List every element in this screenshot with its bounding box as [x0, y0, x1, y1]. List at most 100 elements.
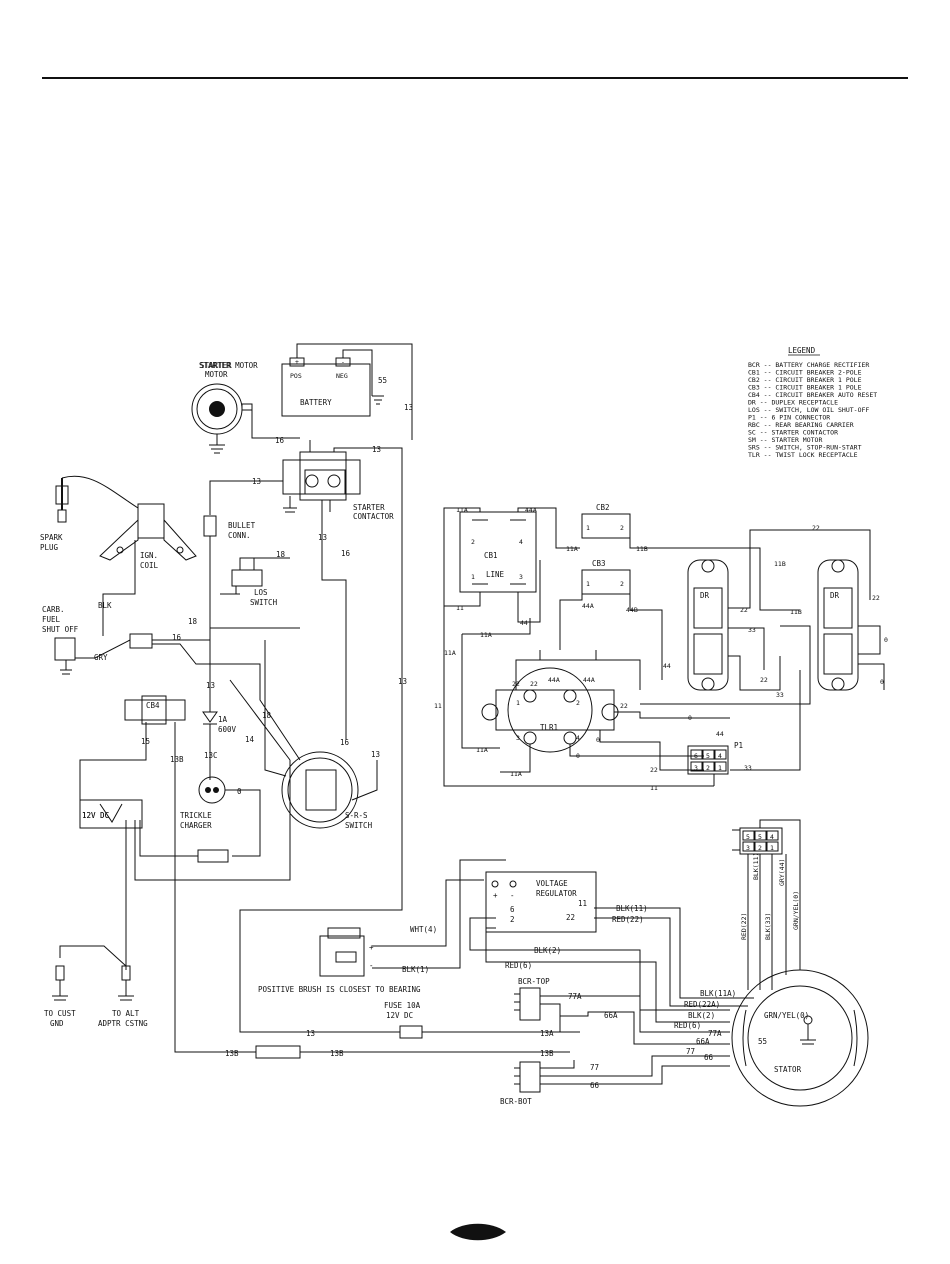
svg-text:RED(22): RED(22)	[740, 913, 748, 940]
spark-plug	[55, 478, 69, 523]
duplex-receptacle-1	[687, 559, 729, 691]
svg-text:44: 44	[520, 619, 528, 627]
svg-text:22: 22	[566, 913, 575, 922]
svg-text:4: 4	[770, 833, 774, 841]
svg-text:4: 4	[576, 734, 580, 742]
page-marker	[450, 1223, 506, 1241]
svg-text:0: 0	[688, 714, 692, 722]
starter-contactor	[282, 451, 361, 513]
svg-text:LINE: LINE	[486, 570, 505, 579]
svg-text:0: 0	[596, 736, 600, 744]
svg-text:33: 33	[776, 691, 784, 699]
svg-text:1: 1	[471, 573, 475, 581]
svg-text:2: 2	[510, 915, 515, 924]
svg-text:11: 11	[650, 784, 658, 792]
svg-text:GRY: GRY	[94, 653, 108, 662]
dc-receptacle	[79, 799, 143, 829]
voltage-regulator	[485, 871, 597, 933]
svg-text:13C: 13C	[204, 751, 218, 760]
srs-switch	[281, 751, 359, 829]
svg-text:44A: 44A	[525, 506, 537, 514]
svg-text:CHARGER: CHARGER	[180, 821, 212, 830]
svg-text:0: 0	[576, 752, 580, 760]
svg-text:77A: 77A	[708, 1029, 722, 1038]
svg-text:16: 16	[275, 436, 285, 445]
legend-entry: TLR -- TWIST LOCK RECEPTACLE	[748, 451, 858, 459]
starter-motor-label: STARTER MOTOR	[199, 361, 258, 370]
svg-text:13B: 13B	[225, 1049, 239, 1058]
svg-text:5: 5	[706, 752, 710, 760]
svg-text:33: 33	[744, 764, 752, 772]
svg-text:1: 1	[770, 844, 774, 852]
svg-text:44: 44	[716, 730, 724, 738]
legend-entry: CB1 -- CIRCUIT BREAKER 2-POLE	[748, 369, 862, 377]
svg-text:CB3: CB3	[592, 559, 606, 568]
svg-text:2: 2	[471, 538, 475, 546]
svg-text:77A: 77A	[568, 992, 582, 1001]
svg-text:0: 0	[880, 678, 884, 686]
svg-text:18: 18	[276, 550, 286, 559]
svg-text:ADPTR CSTNG: ADPTR CSTNG	[98, 1019, 148, 1028]
svg-text:TLR1: TLR1	[540, 723, 558, 732]
svg-text:RED(6): RED(6)	[674, 1021, 701, 1030]
svg-text:-: -	[510, 891, 515, 900]
svg-text:6: 6	[510, 905, 515, 914]
cb2	[581, 513, 631, 539]
svg-text:PLUG: PLUG	[40, 543, 59, 552]
legend-entry: DR -- DUPLEX RECEPTACLE	[748, 399, 838, 407]
svg-text:SWITCH: SWITCH	[250, 598, 278, 607]
svg-text:-: -	[341, 358, 345, 366]
svg-text:4: 4	[718, 752, 722, 760]
svg-text:11: 11	[578, 899, 587, 908]
svg-text:P1: P1	[734, 741, 743, 750]
svg-text:CONTACTOR: CONTACTOR	[353, 512, 394, 521]
diode	[202, 711, 218, 725]
svg-text:13B: 13B	[540, 1049, 554, 1058]
svg-text:66: 66	[590, 1081, 600, 1090]
svg-text:CB2: CB2	[596, 503, 610, 512]
legend-entry: CB4 -- CIRCUIT BREAKER AUTO RESET	[748, 391, 877, 399]
svg-text:BLK(11A): BLK(11A)	[700, 989, 736, 998]
battery-neg-label: NEG	[336, 372, 348, 380]
svg-text:13B: 13B	[330, 1049, 344, 1058]
svg-text:MOTOR: MOTOR	[205, 370, 228, 379]
svg-text:BLK(33): BLK(33)	[764, 913, 772, 940]
svg-text:13: 13	[371, 750, 380, 759]
svg-text:77: 77	[686, 1047, 695, 1056]
svg-text:SPARK: SPARK	[40, 533, 63, 542]
svg-text:600V: 600V	[218, 725, 237, 734]
p1-connector	[687, 745, 729, 775]
legend-entry: SM -- STARTER MOTOR	[748, 436, 822, 444]
svg-text:RED(6): RED(6)	[505, 961, 532, 970]
svg-text:13A: 13A	[540, 1029, 554, 1038]
svg-text:14: 14	[245, 735, 255, 744]
legend-entry: SRS -- SWITCH, STOP-RUN-START	[748, 444, 862, 452]
connector-block	[129, 633, 153, 649]
svg-text:18: 18	[188, 617, 198, 626]
svg-text:TRICKLE: TRICKLE	[180, 811, 212, 820]
stator-connector	[732, 827, 783, 855]
svg-text:22: 22	[812, 524, 820, 532]
svg-text:44A: 44A	[548, 676, 560, 684]
svg-text:1A: 1A	[218, 715, 228, 724]
svg-text:BULLET: BULLET	[228, 521, 256, 530]
legend-entry: RBC -- REAR BEARING CARRIER	[748, 421, 854, 429]
svg-text:BLK(1): BLK(1)	[402, 965, 429, 974]
legend-entry: P1 -- 6 PIN CONNECTOR	[748, 414, 830, 422]
svg-text:13: 13	[404, 403, 413, 412]
svg-text:2: 2	[706, 764, 710, 772]
svg-text:11A: 11A	[456, 506, 468, 514]
svg-text:44: 44	[663, 662, 671, 670]
svg-text:11A: 11A	[510, 770, 522, 778]
svg-text:+: +	[493, 891, 498, 900]
svg-text:3: 3	[694, 764, 698, 772]
svg-text:22: 22	[760, 676, 768, 684]
legend-entry: SC -- STARTER CONTACTOR	[748, 429, 838, 437]
svg-text:FUSE 10A: FUSE 10A	[384, 1001, 421, 1010]
svg-text:CONN.: CONN.	[228, 531, 251, 540]
svg-text:BCR-TOP: BCR-TOP	[518, 977, 550, 986]
svg-text:STARTER: STARTER	[200, 361, 232, 370]
svg-text:BLK(2): BLK(2)	[688, 1011, 715, 1020]
svg-text:13: 13	[306, 1029, 315, 1038]
